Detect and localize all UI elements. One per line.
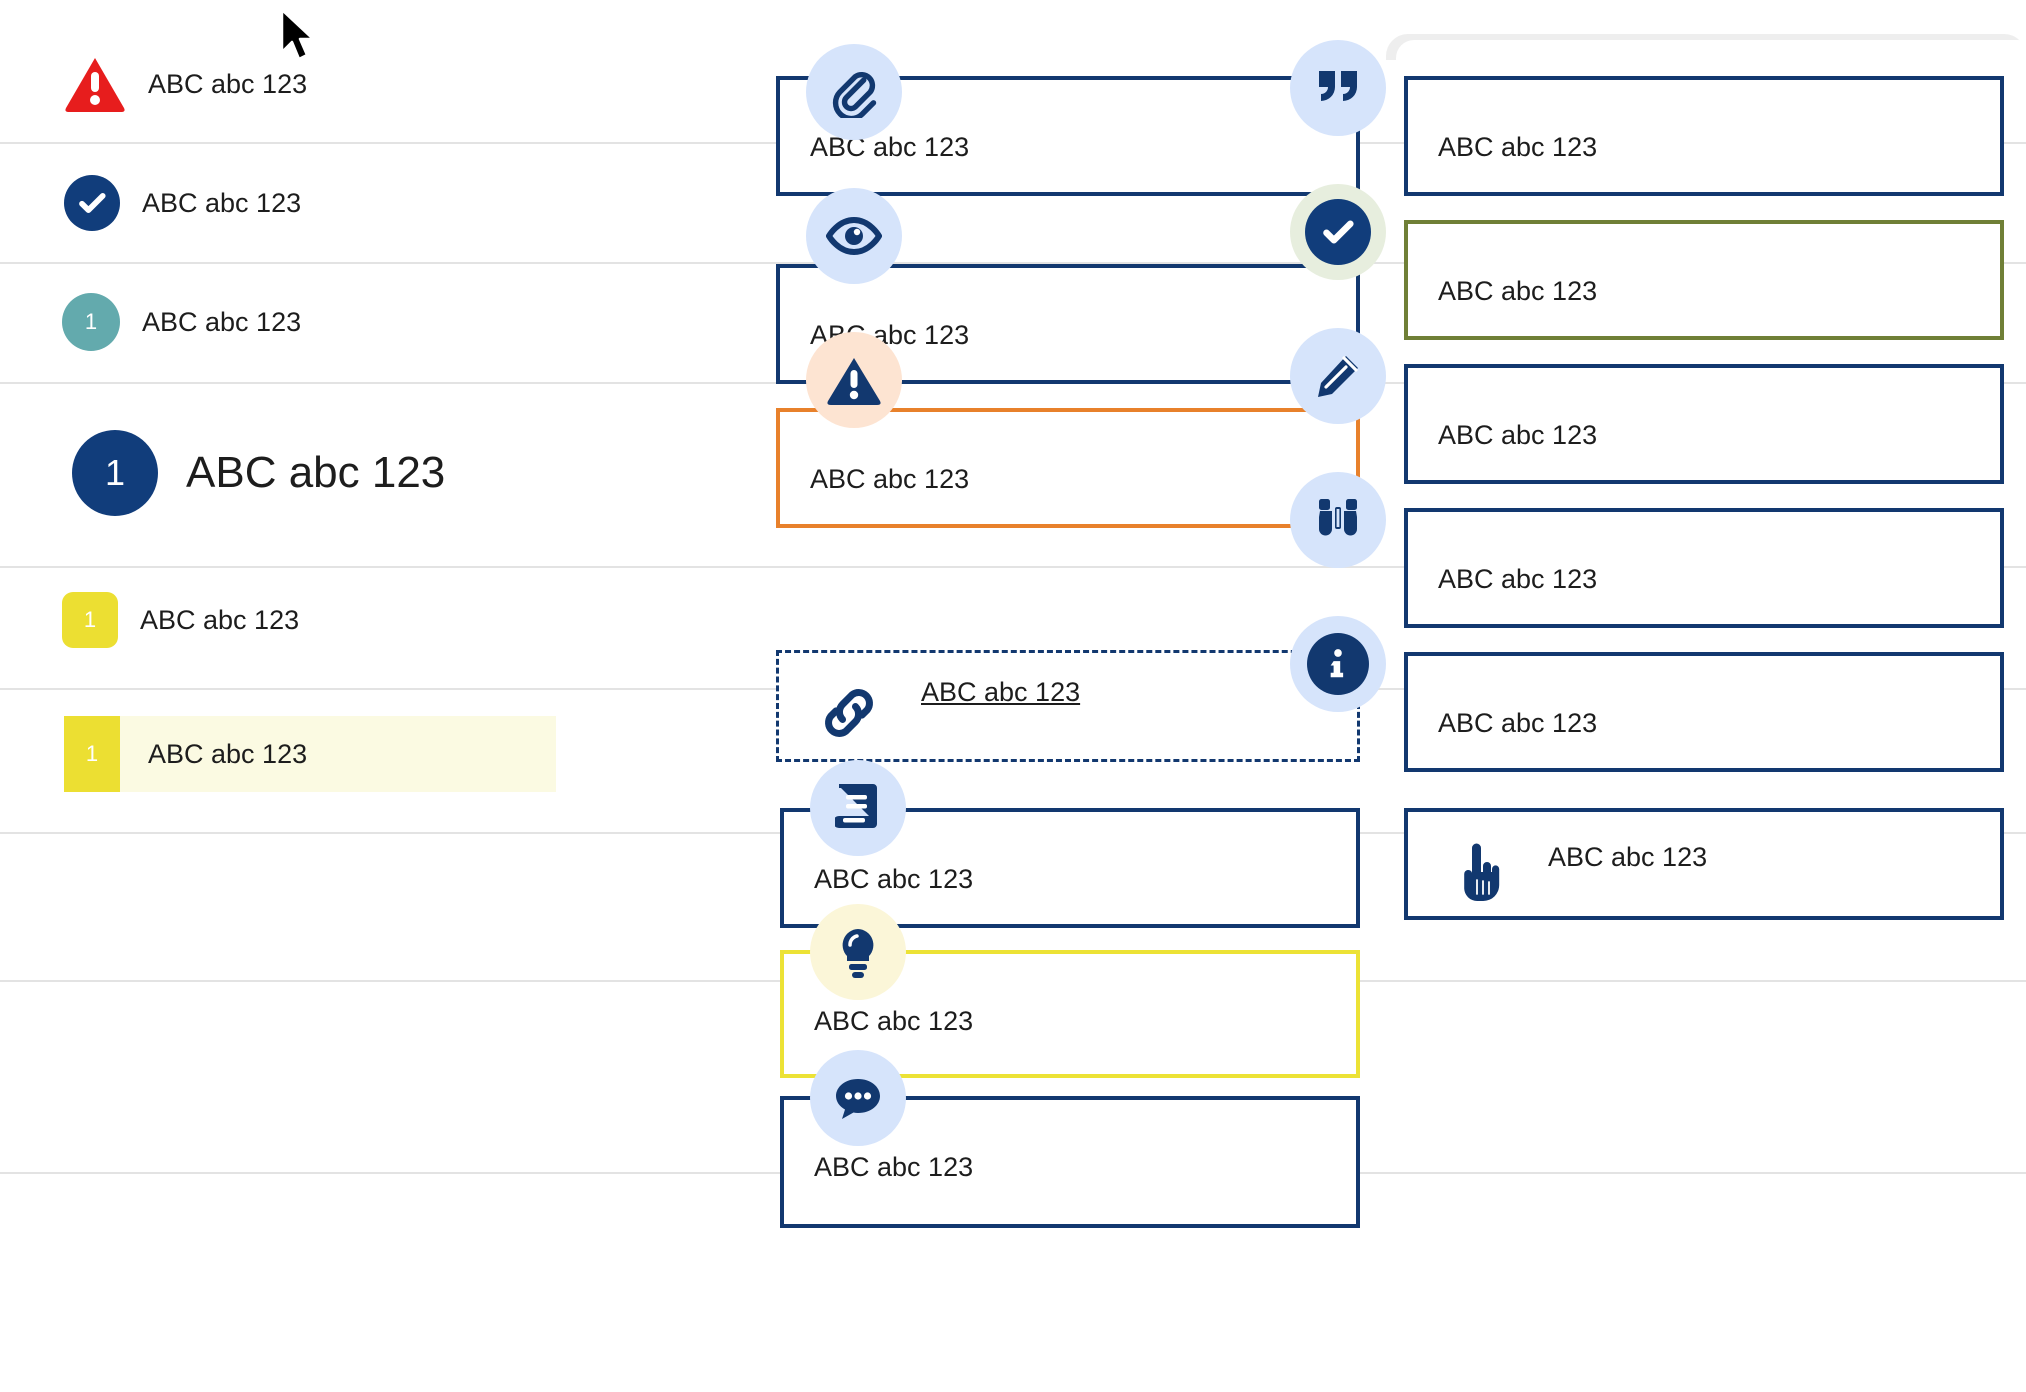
card-text: ABC abc 123 (1438, 132, 1598, 162)
link-icon (821, 685, 877, 746)
card-text: ABC abc 123 (814, 864, 974, 894)
card-text: ABC abc 123 (1438, 708, 1598, 738)
list-item[interactable]: ABC abc 123 (64, 56, 307, 112)
panel-top-edge-inner (1396, 40, 2026, 66)
card-text: ABC abc 123 (814, 1006, 974, 1036)
callout-card-link[interactable]: ABC abc 123 (776, 650, 1360, 762)
callout-card-warning[interactable]: ABC abc 123 (776, 408, 1360, 528)
info-circle-icon (1290, 616, 1386, 712)
badge-number: 1 (83, 607, 97, 632)
callout-card-info[interactable]: ABC abc 123 (1404, 652, 2004, 772)
callout-card-success[interactable]: ABC abc 123 (1404, 220, 2004, 340)
left-list-panel: ABC abc 123 ABC abc 123 1 ABC abc 123 1 … (0, 0, 760, 1392)
callout-card-action[interactable]: ABC abc 123 (1404, 808, 2004, 920)
pointing-hand-icon (1456, 842, 1500, 909)
eye-icon (806, 188, 902, 284)
card-link-text[interactable]: ABC abc 123 (921, 677, 1081, 707)
list-item-label: ABC abc 123 (148, 68, 308, 99)
card-text: ABC abc 123 (1438, 564, 1598, 594)
list-item-highlighted[interactable]: 1 ABC abc 123 (64, 716, 556, 792)
list-item-label: ABC abc 123 (140, 604, 300, 635)
number-square-icon: 1 (64, 716, 120, 792)
list-item[interactable]: ABC abc 123 (64, 175, 301, 231)
separator-rule (0, 566, 2026, 568)
list-item[interactable]: 1 ABC abc 123 (62, 293, 301, 351)
card-text: ABC abc 123 (1548, 842, 1708, 872)
list-item-label: ABC abc 123 (142, 306, 302, 337)
list-item-label: ABC abc 123 (186, 448, 446, 497)
number-square-icon: 1 (62, 592, 118, 648)
comment-dots-icon (810, 1050, 906, 1146)
number-circle-icon: 1 (62, 293, 120, 351)
callout-card-edit[interactable]: ABC abc 123 (1404, 364, 2004, 484)
card-text: ABC abc 123 (814, 1152, 974, 1182)
badge-number: 1 (104, 452, 126, 493)
alert-triangle-icon (806, 332, 902, 428)
callout-card-tip[interactable]: ABC abc 123 (780, 950, 1360, 1078)
callout-card-comment[interactable]: ABC abc 123 (780, 1096, 1360, 1228)
list-item[interactable]: 1 ABC abc 123 (62, 592, 299, 648)
paperclip-icon (806, 44, 902, 140)
check-circle-icon (64, 175, 120, 231)
card-text: ABC abc 123 (1438, 420, 1598, 450)
separator-rule (0, 262, 2026, 264)
lightbulb-icon (810, 904, 906, 1000)
list-item-featured[interactable]: 1 ABC abc 123 (72, 430, 445, 516)
callout-card-observe[interactable]: ABC abc 123 (1404, 508, 2004, 628)
warning-triangle-icon (64, 56, 126, 112)
badge-number: 1 (84, 309, 98, 334)
hand-card-content: ABC abc 123 (1438, 842, 1708, 901)
number-circle-large-icon: 1 (72, 430, 158, 516)
list-item-label: ABC abc 123 (148, 738, 308, 769)
badge-number: 1 (85, 741, 99, 766)
list-item-label: ABC abc 123 (142, 187, 302, 218)
mouse-pointer-icon (278, 8, 318, 66)
card-text: ABC abc 123 (1438, 276, 1598, 306)
check-circle-icon (1290, 184, 1386, 280)
binoculars-icon (1290, 472, 1386, 568)
quote-marks-icon (1290, 40, 1386, 136)
card-text: ABC abc 123 (810, 464, 970, 494)
callout-card-quote[interactable]: ABC abc 123 (1404, 76, 2004, 196)
pencil-icon (1290, 328, 1386, 424)
link-card-content: ABC abc 123 (803, 677, 1081, 737)
card-text: ABC abc 123 (810, 132, 970, 162)
book-icon (810, 760, 906, 856)
